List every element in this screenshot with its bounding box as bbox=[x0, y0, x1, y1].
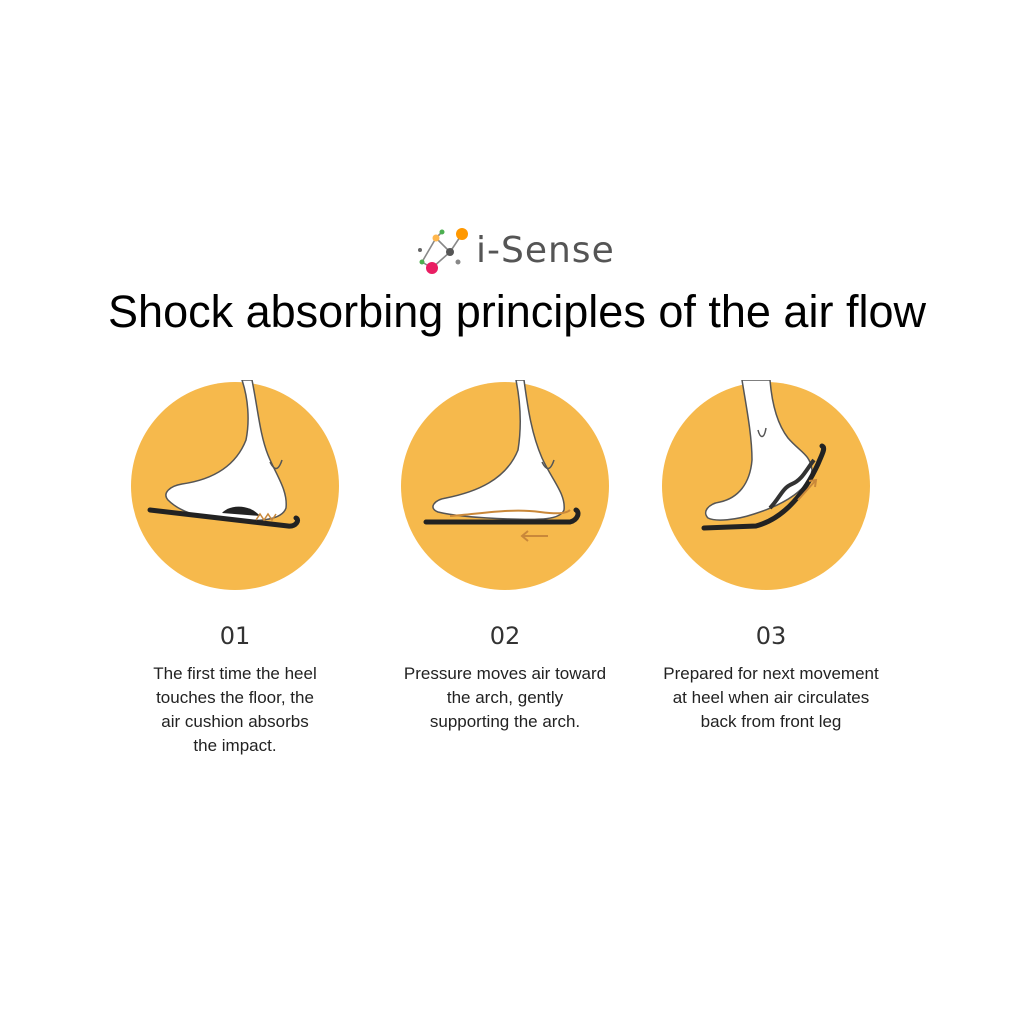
brand-name: i-Sense bbox=[476, 230, 615, 271]
description-line: back from front leg bbox=[700, 712, 842, 731]
arch-support-illustration bbox=[401, 380, 609, 590]
description-line: air cushion absorbs bbox=[161, 712, 309, 731]
description-line: touches the floor, the bbox=[156, 688, 314, 707]
description-line: supporting the arch. bbox=[429, 712, 581, 731]
description-line: Prepared for next movement bbox=[663, 664, 879, 683]
page-title: Shock absorbing principles of the air fl… bbox=[108, 286, 926, 337]
description-line: the arch, gently bbox=[446, 688, 564, 707]
description-line: Pressure moves air toward bbox=[403, 664, 607, 683]
heel-strike-illustration bbox=[131, 380, 339, 590]
step-number: 03 bbox=[755, 622, 787, 650]
description-line: at heel when air circulates bbox=[672, 688, 870, 707]
network-dots-icon bbox=[418, 228, 468, 274]
step-description: Pressure moves air toward the arch, gent… bbox=[380, 662, 630, 734]
brand-logo: i-Sense bbox=[412, 222, 652, 282]
description-line: The first time the heel bbox=[153, 664, 317, 683]
step-number: 02 bbox=[489, 622, 521, 650]
step-description: Prepared for next movement at heel when … bbox=[646, 662, 896, 734]
air-return-illustration bbox=[662, 380, 870, 590]
step-number: 01 bbox=[219, 622, 251, 650]
step-description: The first time the heel touches the floo… bbox=[110, 662, 360, 758]
description-line: the impact. bbox=[193, 736, 277, 755]
